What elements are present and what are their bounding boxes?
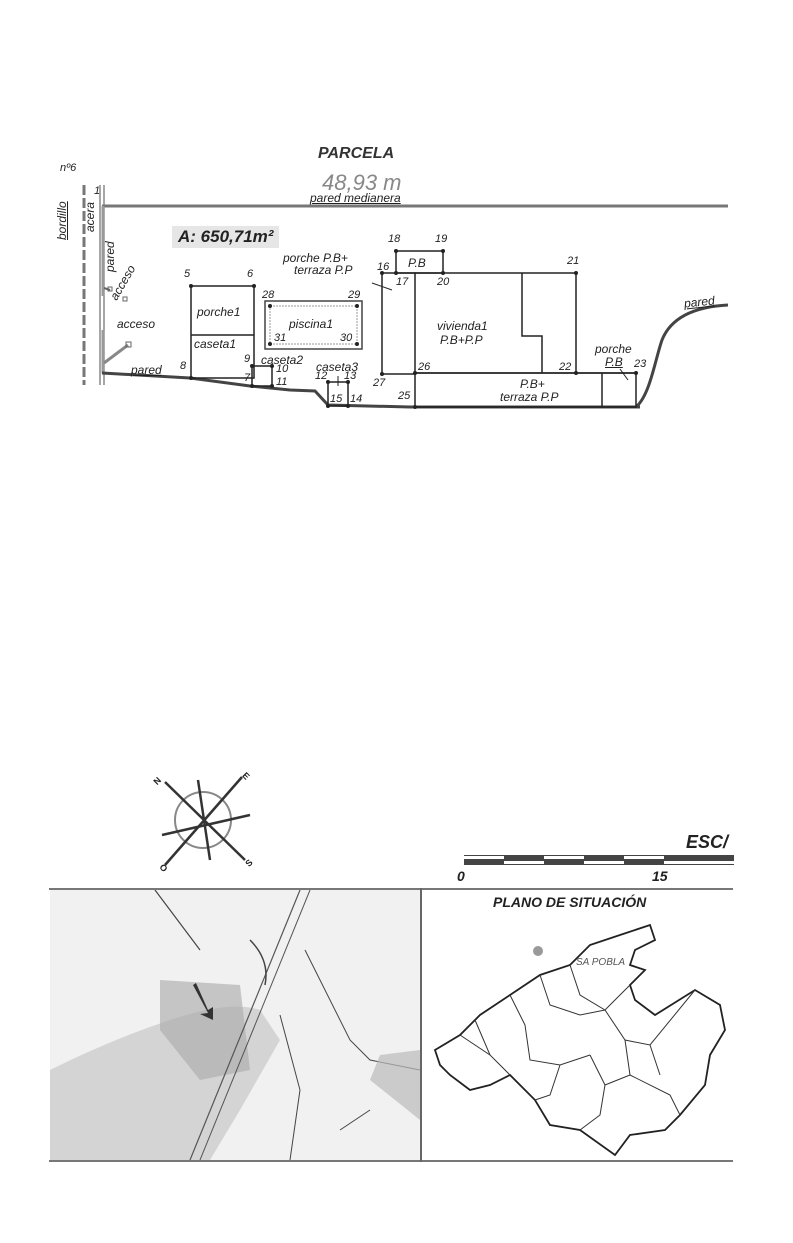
point-21: 21	[567, 255, 580, 267]
compass-rose: N E S O	[150, 760, 270, 880]
pared-bottom-label: pared	[131, 363, 162, 377]
point-18: 18	[388, 233, 401, 245]
street-number: nº6	[60, 162, 77, 174]
porche-right-line2: P.B	[605, 355, 623, 369]
point-19: 19	[435, 233, 448, 245]
point-11: 11	[276, 376, 288, 388]
point-14: 14	[350, 393, 363, 405]
compass-icon	[161, 776, 251, 866]
point-26: 26	[418, 361, 431, 373]
porche-terraza-line2: terraza P.P	[294, 263, 353, 277]
town-label: SA POBLA	[576, 957, 626, 968]
point-12: 12	[315, 370, 328, 382]
porche-terraza-line1: porche P.B+	[283, 251, 348, 265]
point-25: 25	[398, 390, 411, 402]
scale-start: 0	[457, 868, 465, 884]
point-31: 31	[274, 332, 287, 344]
point-30: 30	[340, 332, 353, 344]
point-5: 5	[184, 268, 191, 280]
point-16: 16	[377, 261, 390, 273]
point-22: 22	[559, 361, 572, 373]
point-10: 10	[276, 363, 289, 375]
vivienda-line1: vivienda1	[437, 319, 488, 333]
porche1-label: porche1	[197, 305, 241, 319]
island-map: SA POBLA	[430, 915, 735, 1160]
point-7: 7	[244, 372, 251, 384]
point-23: 23	[634, 358, 647, 370]
point-9: 9	[244, 353, 251, 365]
point-17: 17	[396, 276, 409, 288]
pared-left-label: pared	[103, 241, 117, 272]
acera-label: acera	[83, 201, 97, 232]
point-15: 15	[330, 393, 343, 405]
caseta3-label: caseta3	[316, 360, 359, 374]
frontage-dimension: 48,93 m	[322, 170, 402, 195]
point-8: 8	[180, 360, 187, 372]
maps-bottom-divider	[49, 1160, 733, 1162]
scale-mid: 15	[652, 868, 668, 884]
piscina1-label: piscina1	[289, 317, 334, 331]
point-20: 20	[437, 276, 450, 288]
caseta1-label: caseta1	[194, 337, 237, 351]
location-map-title: PLANO DE SITUACIÓN	[493, 894, 647, 910]
pb-label: P.B	[408, 256, 426, 270]
point-27: 27	[373, 377, 386, 389]
plot-area: A: 650,71m²	[172, 226, 280, 248]
top-boundary-label: pared medianera	[310, 191, 401, 205]
maps-center-divider	[420, 888, 422, 1162]
caseta2-label: caseta2	[261, 353, 304, 367]
scale-title: ESC/	[686, 832, 729, 852]
site-plan-drawing	[82, 185, 729, 409]
aerial-map	[50, 890, 420, 1160]
acceso-label: acceso	[117, 317, 156, 331]
point-1: 1	[94, 185, 101, 197]
plan-title: PARCELA	[318, 145, 395, 162]
terraza-line2: terraza P.P	[500, 390, 559, 404]
maps-top-divider	[49, 888, 733, 890]
porche-right-line1: porche	[595, 342, 632, 356]
vivienda-line2: P.B+P.P	[440, 333, 483, 347]
point-28: 28	[262, 289, 275, 301]
point-6: 6	[247, 268, 254, 280]
pared-right-label: pared	[683, 293, 716, 311]
terraza-line1: P.B+	[520, 377, 545, 391]
point-13: 13	[344, 370, 357, 382]
bordillo-label: bordillo	[55, 201, 69, 240]
point-29: 29	[348, 289, 361, 301]
